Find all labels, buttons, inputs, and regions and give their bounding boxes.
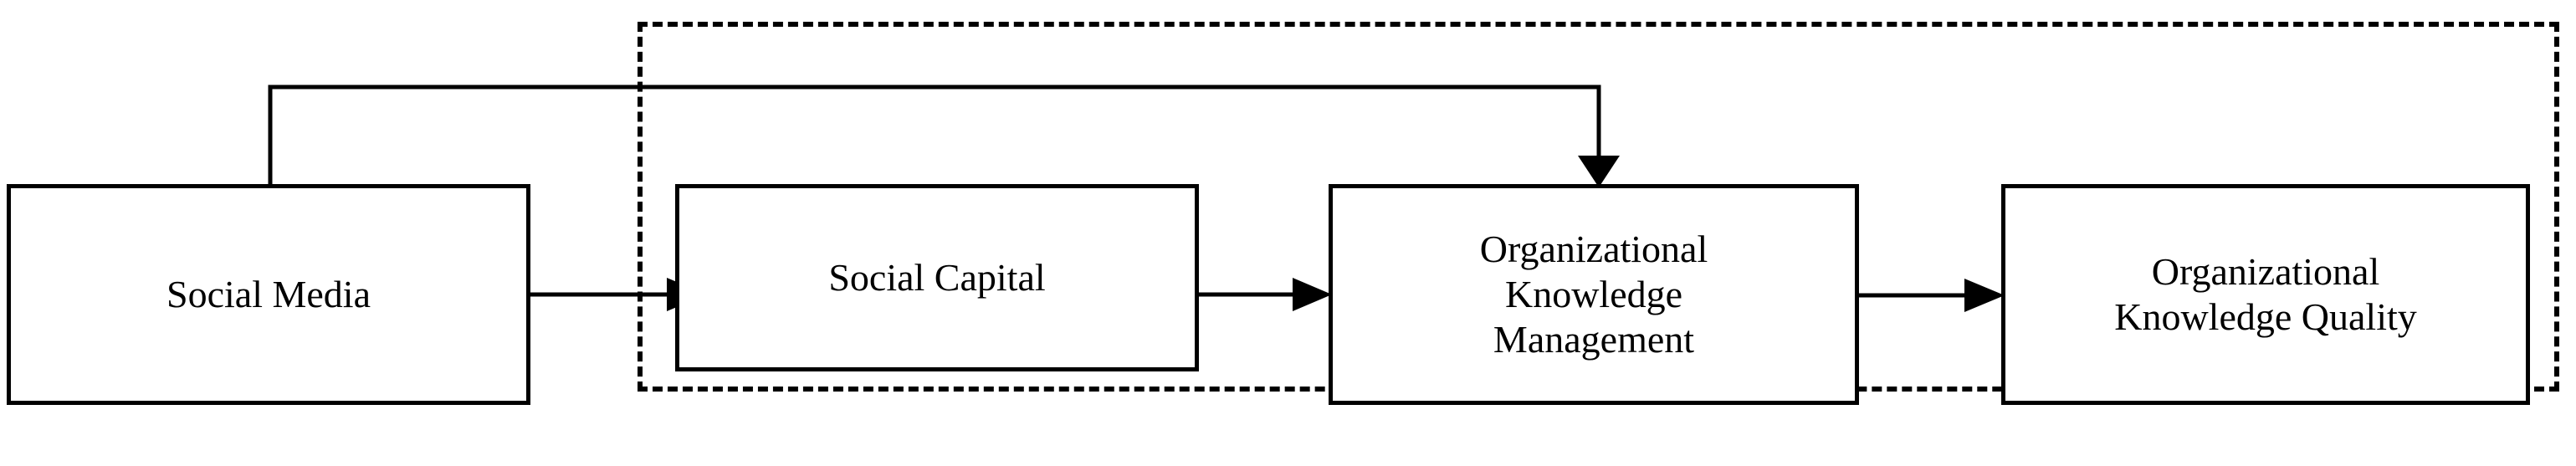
node-organizational-knowledge-management-label: Organizational Knowledge Management: [1479, 227, 1708, 361]
edge-okm-to-okq: [1858, 279, 2005, 312]
arrowhead-down-icon: [1578, 156, 1620, 187]
edge-social-media-to-okm-direct: [268, 84, 1620, 187]
node-social-media-label: Social Media: [166, 272, 371, 315]
edge-social-capital-to-okm: [1199, 278, 1332, 311]
node-social-capital[interactable]: Social Capital: [675, 184, 1199, 371]
node-social-media[interactable]: Social Media: [7, 184, 530, 405]
arrowhead-right-icon: [1964, 279, 2005, 312]
node-social-capital-label: Social Capital: [828, 255, 1046, 299]
arrowhead-right-icon: [1293, 278, 1332, 311]
node-organizational-knowledge-quality-label: Organizational Knowledge Quality: [2114, 249, 2417, 338]
node-organizational-knowledge-management[interactable]: Organizational Knowledge Management: [1329, 184, 1859, 405]
node-organizational-knowledge-quality[interactable]: Organizational Knowledge Quality: [2001, 184, 2530, 405]
edge-elbow-line: [268, 84, 1601, 184]
